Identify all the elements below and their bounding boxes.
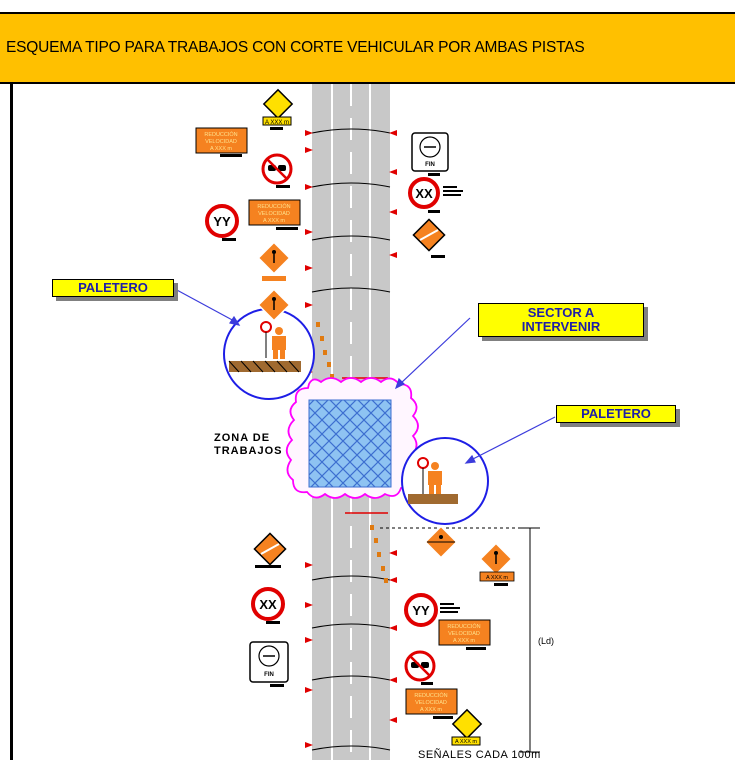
reduction-text: REDUCCIÓN (257, 203, 290, 210)
end-of-works-sign (411, 132, 449, 176)
reduction-text: VELOCIDAD (415, 700, 447, 706)
callout-arrows (174, 288, 556, 464)
speed-reduction-sign (438, 619, 491, 650)
road-works-sign (253, 532, 287, 568)
paletero-callout-right: PALETERO (556, 405, 676, 423)
paletero-label: PALETERO (78, 280, 148, 295)
sector-label-line2: INTERVENIR (521, 319, 601, 334)
work-zone (285, 377, 419, 499)
speed-limit-yy-sign (404, 593, 460, 627)
speed-xx-text: XX (415, 186, 433, 201)
flagger-ahead-sign (424, 525, 458, 559)
speed-limit-yy-sign (205, 204, 239, 241)
speed-xx-text: XX (259, 597, 277, 612)
reduction-text: VELOCIDAD (448, 631, 480, 637)
reduction-text: VELOCIDAD (205, 139, 237, 145)
sign-texts: A XXX m REDUCCIÓN VELOCIDAD A XXX m REDU… (204, 120, 508, 745)
dimension-label: (Ld) (538, 636, 555, 646)
worker-warning-sign (451, 708, 483, 746)
sector-callout: SECTOR A INTERVENIR (478, 303, 644, 337)
road-works-sign (412, 218, 446, 258)
distance-text: A XXX m (486, 575, 508, 581)
reduction-text: REDUCCIÓN (447, 623, 480, 630)
dimension-line (380, 527, 540, 753)
flagger-ahead-sign (479, 542, 515, 586)
reduction-text: A XXX m (420, 707, 442, 713)
no-overtaking-sign (404, 650, 436, 685)
reduction-text: REDUCCIÓN (204, 131, 237, 138)
worker-warning-sign (262, 88, 294, 130)
road-crossing-arcs (311, 128, 391, 751)
cone-taper-top (316, 322, 334, 379)
cone-taper-bottom (370, 525, 388, 583)
fin-text: FIN (425, 162, 435, 168)
sign-spacing-note: SEÑALES CADA 100m (418, 749, 541, 761)
diagram-title: ESQUEMA TIPO PARA TRABAJOS CON CORTE VEH… (6, 39, 585, 56)
speed-yy-text: YY (213, 214, 231, 229)
distance-text: A XXX m (265, 120, 289, 126)
speed-yy-text: YY (412, 603, 430, 618)
flagger-ahead-sign (257, 241, 291, 281)
speed-reduction-sign (405, 688, 458, 719)
speed-reduction-sign (195, 127, 248, 157)
reduction-text: REDUCCIÓN (414, 692, 447, 699)
fin-text: FIN (264, 672, 274, 678)
work-zone-label: ZONA DE TRABAJOS (214, 432, 283, 458)
reduction-text: A XXX m (210, 146, 232, 152)
reduction-text: A XXX m (263, 218, 285, 224)
work-zone-line2: TRABAJOS (214, 445, 283, 457)
paletero-left-worker (223, 308, 315, 400)
sector-label-line1: SECTOR A (527, 305, 595, 320)
distance-text: A XXX m (455, 739, 477, 745)
end-of-works-sign (249, 641, 289, 687)
frame-left-border (10, 84, 13, 760)
no-overtaking-sign (261, 153, 293, 188)
speed-limit-xx-sign (251, 587, 285, 624)
paletero-callout-left: PALETERO (52, 279, 174, 297)
speed-reduction-sign (248, 199, 301, 230)
speed-limit-xx-sign (408, 177, 463, 213)
work-zone-line1: ZONA DE (214, 432, 271, 444)
paletero-right-worker (401, 437, 489, 525)
title-bar: ESQUEMA TIPO PARA TRABAJOS CON CORTE VEH… (0, 12, 735, 84)
reduction-text: VELOCIDAD (258, 211, 290, 217)
reduction-text: A XXX m (453, 638, 475, 644)
flagger-ahead-sign (257, 288, 291, 322)
paletero-label: PALETERO (581, 406, 651, 421)
